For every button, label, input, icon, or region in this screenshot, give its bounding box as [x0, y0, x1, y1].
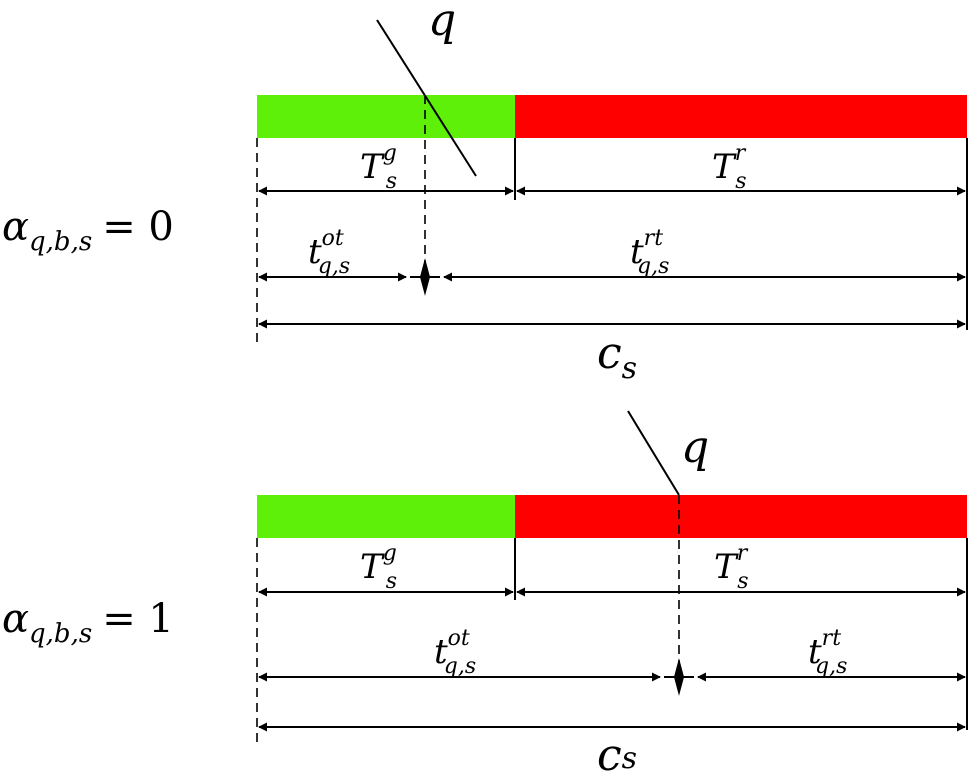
- vehicle-trajectory: [376, 19, 477, 177]
- green-phase-bar: [257, 95, 515, 138]
- vehicle-label: q: [681, 422, 709, 473]
- red-phase-bar: [515, 95, 967, 138]
- arrival-point-marker: [664, 658, 694, 696]
- cycle-duration-label: cs: [597, 730, 637, 778]
- red-phase-bar: [515, 495, 967, 538]
- vehicle-trajectory: [627, 410, 680, 496]
- vehicle-label: q: [428, 0, 456, 46]
- arrival-point-marker: [410, 258, 440, 296]
- alpha-condition-label: αq,b,s= 1: [2, 596, 174, 649]
- alpha-condition-label: αq,b,s= 0: [2, 204, 174, 257]
- green-phase-bar: [257, 495, 515, 538]
- cycle-duration-label: cs: [597, 328, 637, 386]
